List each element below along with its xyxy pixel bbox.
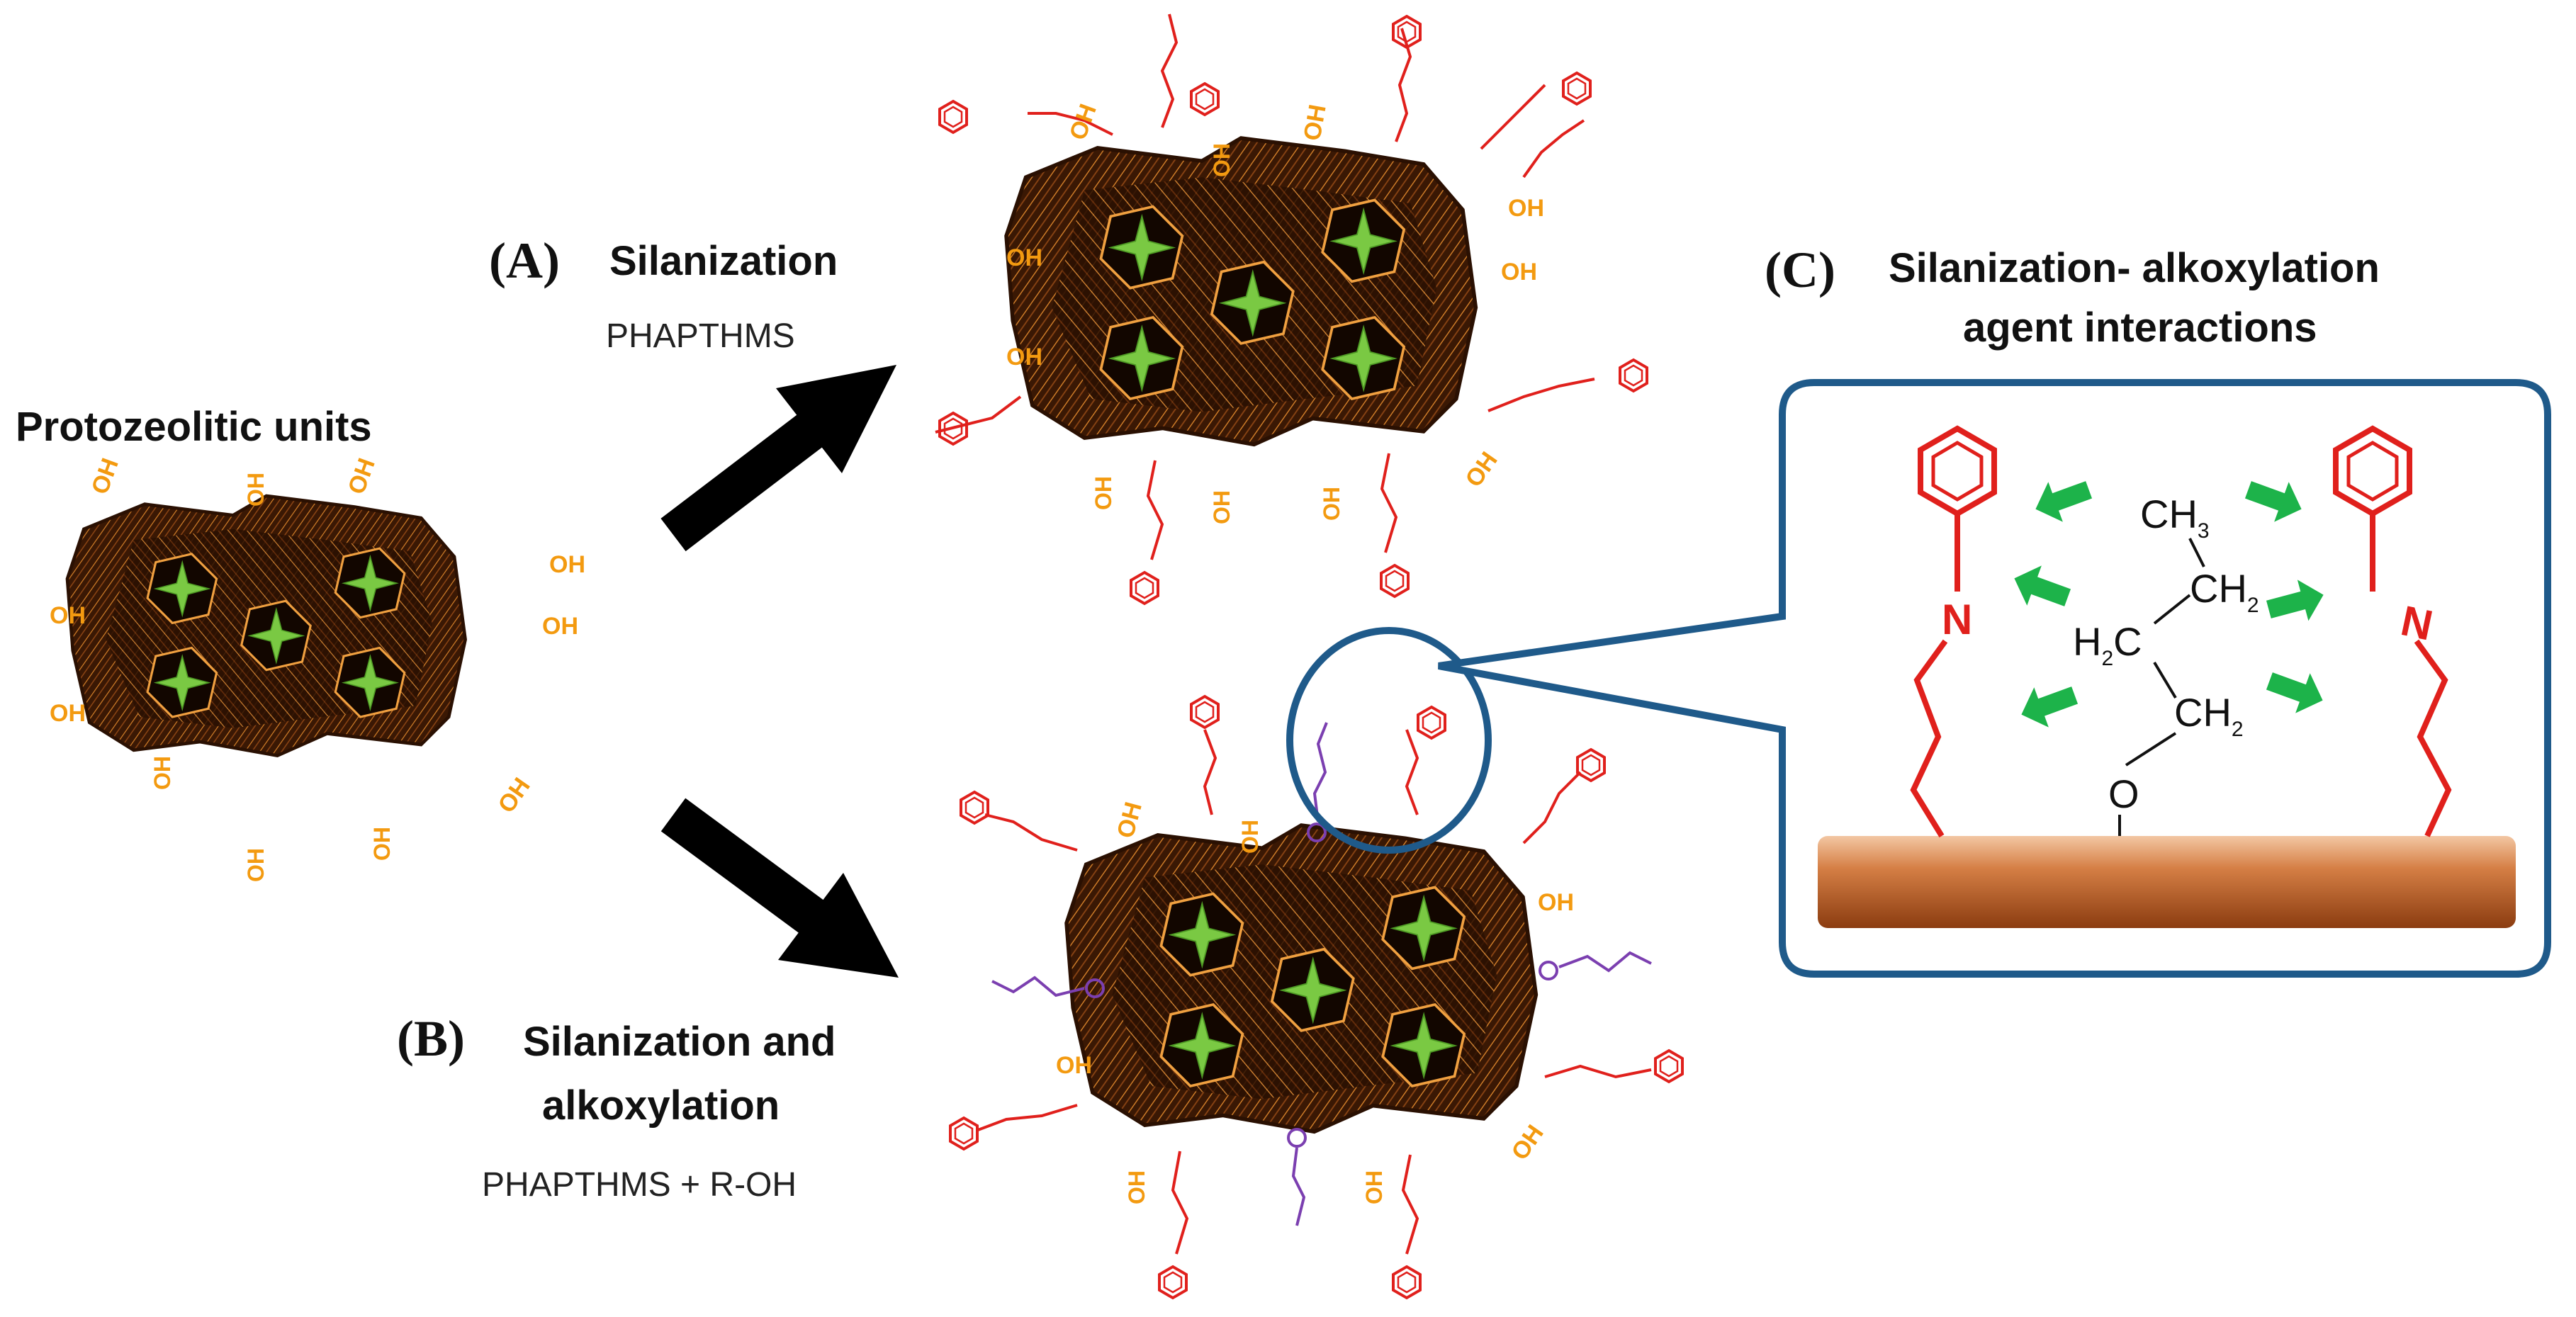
label-a: (A): [489, 232, 560, 289]
hydroxyl-label: OH: [150, 756, 175, 790]
label-b-group: (B) Silanization and alkoxylation PHAPTH…: [397, 1010, 836, 1204]
inset-c-group: (C) Silanization- alkoxylation agent int…: [1438, 242, 2551, 978]
hydroxyl-label: OH: [1006, 244, 1042, 271]
label-c-title-line2: agent interactions: [1963, 305, 2317, 351]
hydroxyl-label: OH: [1319, 487, 1344, 521]
hydroxyl-label: OH: [1112, 799, 1147, 841]
protozeolitic-units-group: Protozeolitic units OH OH OH OH OH OH OH…: [16, 404, 585, 882]
label-b: (B): [397, 1010, 465, 1067]
silanized-slab: [1006, 138, 1475, 444]
phenyl-ring: [1417, 706, 1446, 740]
phenyl-ring: [1654, 1049, 1684, 1083]
hydroxyl-label: OH: [1056, 1052, 1092, 1079]
hydroxyl-label: OH: [1091, 476, 1116, 510]
label-b-title-line1: Silanization and: [523, 1019, 836, 1065]
nitrogen-label: N: [1942, 596, 1972, 643]
label-a-group: (A) Silanization PHAPTHMS: [489, 232, 838, 355]
hydroxyl-label: OH: [1209, 490, 1234, 524]
interaction-arrow: [2035, 481, 2093, 522]
hydroxyl-label: OH: [1124, 1170, 1149, 1204]
phenyl-ring: [938, 100, 968, 134]
interaction-arrows: [2014, 481, 2324, 728]
phenyl-ring: [1576, 748, 1606, 782]
ch2-upper-label: CH2: [2190, 566, 2259, 617]
oxygen-label: O: [2108, 771, 2139, 816]
phenyl-ring: [1190, 695, 1220, 729]
label-b-reagent: PHAPTHMS + R-OH: [482, 1166, 797, 1204]
hydroxyl-label: OH: [1506, 1120, 1548, 1165]
protozeolitic-units-label: Protozeolitic units: [16, 404, 372, 450]
hydroxyl-label: OH: [1006, 344, 1042, 371]
surface-bar: [1818, 836, 2516, 928]
zoom-circle: [1286, 627, 1492, 854]
label-a-reagent: PHAPTHMS: [606, 317, 795, 355]
silane-chains-b: [977, 729, 1652, 1255]
interaction-arrow: [2244, 481, 2302, 522]
arrow-to-silanization-alkoxylation: [660, 798, 899, 978]
hydroxyl-label: OH: [369, 827, 395, 861]
hydroxyl-label: OH: [1538, 889, 1574, 916]
interaction-arrow: [2021, 686, 2079, 728]
interaction-arrow: [2266, 580, 2324, 621]
ch3-label: CH3: [2140, 492, 2210, 543]
phenyl-ring: [949, 1117, 979, 1151]
inset-silane-left: N: [1910, 429, 1994, 838]
hydroxyl-label: OH: [1361, 1170, 1387, 1204]
phenyl-ring: [1392, 15, 1422, 49]
phenyl-ring: [1392, 1265, 1422, 1299]
hydroxyl-label: OH: [1298, 103, 1331, 143]
silane-chains-a: [935, 13, 1595, 560]
label-c-title-line1: Silanization- alkoxylation: [1889, 245, 2380, 291]
ch2-lower-label: CH2: [2174, 690, 2244, 741]
hydroxyl-label: OH: [50, 602, 86, 629]
phenyl-ring: [1158, 1265, 1188, 1299]
phenyl-ring: [960, 791, 989, 825]
hydroxyl-label: OH: [1501, 259, 1537, 286]
label-b-title-line2: alkoxylation: [542, 1083, 780, 1129]
hydroxyl-label: OH: [542, 613, 578, 640]
label-a-title: Silanization: [609, 238, 838, 284]
inset-alkoxy-molecule: CH3 CH2 H2C CH2 O: [2073, 492, 2259, 836]
phenyl-ring: [1562, 72, 1592, 106]
phenyl-ring: [1130, 571, 1159, 605]
phenyl-ring: [1619, 358, 1648, 392]
alkoxy-chains-b: [991, 722, 1652, 1226]
arrow-to-silanization: [660, 365, 896, 552]
label-c: (C): [1765, 242, 1835, 298]
hydroxyl-label: OH: [1508, 195, 1544, 222]
protozeolite-slab: [67, 496, 466, 756]
phenyl-ring: [1380, 564, 1410, 598]
phenyl-ring: [1190, 82, 1220, 116]
interaction-arrow: [2266, 672, 2323, 713]
h2c-label: H2C: [2073, 619, 2142, 670]
hydroxyl-label: OH: [86, 455, 124, 498]
hydroxyl-label: OH: [50, 700, 86, 727]
hydroxyl-label: OH: [243, 848, 269, 882]
hydroxyl-label: OH: [549, 551, 585, 578]
hydroxyl-label: OH: [1237, 820, 1263, 854]
hydroxyl-label: OH: [493, 773, 535, 818]
hydroxyl-label: OH: [1209, 143, 1234, 177]
hydroxyl-label: OH: [1064, 101, 1102, 144]
inset-callout-frame: [1438, 379, 2551, 978]
alkoxylated-slab: [1067, 825, 1536, 1131]
hydroxyl-label: OH: [343, 455, 381, 498]
hydroxyl-label: OH: [1460, 447, 1502, 492]
silanized-structure: OH OH OH OH OH OH OH OH OH OH OH: [935, 13, 1648, 605]
hydroxyl-label: OH: [243, 473, 269, 507]
silanized-alkoxylated-structure: OH OH OH OH OH OH OH: [949, 627, 1684, 1299]
interaction-arrow: [2014, 565, 2071, 606]
